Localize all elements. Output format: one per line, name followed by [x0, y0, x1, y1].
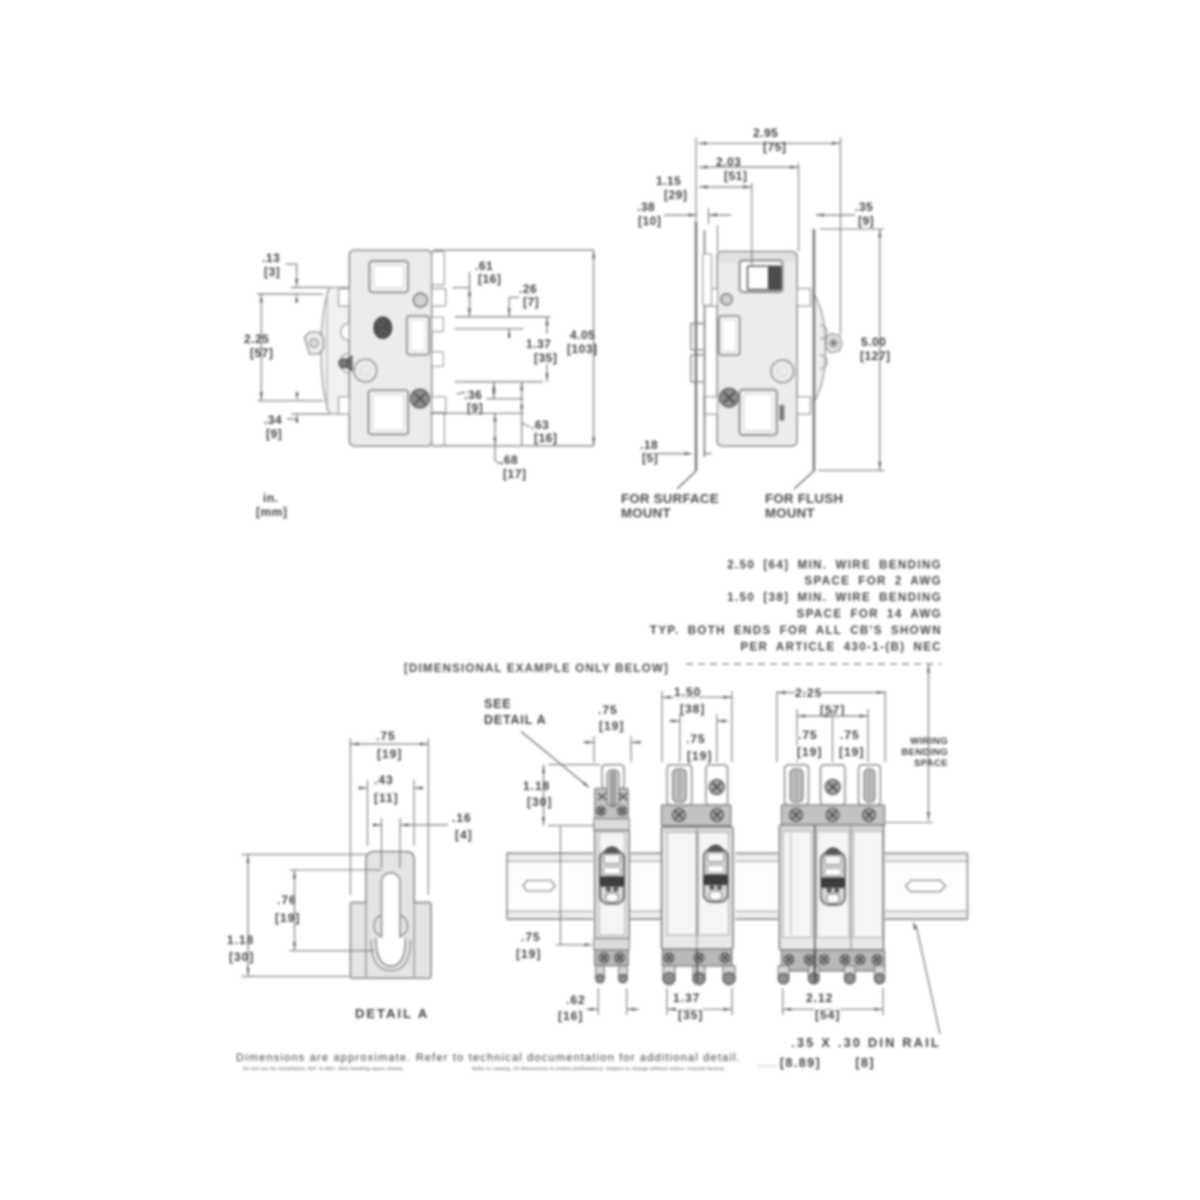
- svg-text:1.18: 1.18: [227, 933, 254, 947]
- svg-text:.75: .75: [521, 930, 541, 944]
- svg-text:[29]: [29]: [664, 188, 687, 202]
- svg-text:[9]: [9]: [467, 401, 483, 415]
- svg-text:.43: .43: [374, 773, 394, 787]
- svg-text:.62: .62: [566, 993, 586, 1007]
- svg-text:1.15: 1.15: [656, 174, 681, 188]
- svg-text:[9]: [9]: [858, 214, 874, 228]
- svg-text:2.25: 2.25: [244, 332, 269, 346]
- svg-text:2.12: 2.12: [806, 991, 833, 1005]
- svg-text:2.95: 2.95: [753, 126, 778, 140]
- svg-text:MOUNT: MOUNT: [765, 506, 815, 521]
- svg-text:SPACE FOR 2 AWG: SPACE FOR 2 AWG: [804, 576, 942, 588]
- svg-text:[4]: [4]: [455, 828, 473, 842]
- svg-text:[11]: [11]: [374, 791, 399, 805]
- svg-text:.75: .75: [376, 729, 396, 743]
- svg-text:WIRING: WIRING: [910, 736, 948, 747]
- svg-text:[17]: [17]: [503, 467, 526, 481]
- svg-text:[DIMENSIONAL EXAMPLE ONLY BELO: [DIMENSIONAL EXAMPLE ONLY BELOW]: [404, 663, 669, 675]
- svg-text:MOUNT: MOUNT: [621, 506, 671, 521]
- svg-text:[35]: [35]: [534, 351, 557, 365]
- svg-text:BENDING: BENDING: [901, 747, 948, 758]
- svg-text:DETAIL A: DETAIL A: [355, 1006, 429, 1021]
- svg-text:[19]: [19]: [275, 911, 300, 925]
- svg-text:in.: in.: [263, 491, 279, 505]
- svg-text:2.03: 2.03: [716, 155, 741, 169]
- svg-text:[7]: [7]: [523, 295, 539, 309]
- svg-text:2.50 [64] MIN. WIRE BENDING: 2.50 [64] MIN. WIRE BENDING: [727, 560, 942, 572]
- svg-text:[10]: [10]: [638, 214, 661, 228]
- svg-text:[19]: [19]: [516, 947, 541, 961]
- svg-text:.35: .35: [855, 200, 873, 214]
- svg-text:[103]: [103]: [567, 342, 598, 356]
- svg-text:[3]: [3]: [264, 265, 280, 279]
- svg-text:1.50 [38] MIN. WIRE BENDING: 1.50 [38] MIN. WIRE BENDING: [727, 592, 942, 604]
- svg-text:4.05: 4.05: [570, 328, 595, 342]
- svg-text:[mm]: [mm]: [256, 505, 287, 519]
- svg-text:[54]: [54]: [815, 1008, 840, 1022]
- svg-text:.35 X .30 DIN RAIL: .35 X .30 DIN RAIL: [791, 1036, 941, 1050]
- svg-text:[51]: [51]: [724, 169, 747, 183]
- svg-text:SEE: SEE: [484, 697, 511, 711]
- svg-text:[19]: [19]: [687, 749, 712, 763]
- svg-text:[16]: [16]: [478, 272, 501, 286]
- svg-text:.18: .18: [640, 438, 658, 452]
- svg-text:[5]: [5]: [642, 451, 658, 465]
- svg-text:[9]: [9]: [266, 427, 282, 441]
- svg-text:Dimensions are approximate. Re: Dimensions are approximate. Refer to tec…: [236, 1052, 741, 1064]
- svg-text:.26: .26: [519, 282, 537, 296]
- svg-text:[19]: [19]: [797, 745, 822, 759]
- svg-text:.75: .75: [840, 728, 860, 742]
- svg-text:[8.89] [8]: [8.89] [8]: [780, 1056, 875, 1070]
- svg-text:[127]: [127]: [860, 349, 891, 363]
- svg-text:.75: .75: [686, 732, 706, 746]
- svg-text:SPACE FOR 14 AWG: SPACE FOR 14 AWG: [797, 609, 942, 621]
- svg-text:.76: .76: [277, 893, 297, 907]
- svg-text:.38: .38: [637, 200, 655, 214]
- svg-text:.75: .75: [798, 728, 818, 742]
- svg-text:[19]: [19]: [839, 745, 864, 759]
- svg-text:FOR SURFACE: FOR SURFACE: [621, 491, 719, 506]
- svg-text:.75: .75: [598, 703, 618, 717]
- svg-text:SPACE: SPACE: [914, 758, 948, 769]
- svg-text:1.37: 1.37: [526, 337, 551, 351]
- svg-text:.61: .61: [475, 259, 493, 273]
- svg-text:Refer to catalog. All dimensio: Refer to catalog. All dimensions in inch…: [472, 1066, 725, 1071]
- svg-text:[75]: [75]: [763, 140, 786, 154]
- svg-text:1.50: 1.50: [674, 685, 701, 699]
- svg-text:.63: .63: [531, 418, 549, 432]
- svg-text:Do not use for installation. R: Do not use for installation. Ref. to NEC…: [243, 1066, 404, 1071]
- svg-text:FOR FLUSH: FOR FLUSH: [765, 491, 843, 506]
- svg-text:[30]: [30]: [229, 950, 254, 964]
- svg-text:.34: .34: [264, 413, 282, 427]
- svg-text:2.25: 2.25: [795, 686, 822, 700]
- svg-text:[35]: [35]: [678, 1008, 703, 1022]
- svg-text:[16]: [16]: [558, 1009, 583, 1023]
- svg-text:PER ARTICLE 430-1-(B) NEC: PER ARTICLE 430-1-(B) NEC: [740, 642, 942, 654]
- svg-text:5.00: 5.00: [861, 335, 886, 349]
- svg-text:1.37: 1.37: [673, 991, 700, 1005]
- svg-text:[38]: [38]: [680, 702, 705, 716]
- svg-text:.36: .36: [464, 388, 482, 402]
- svg-text:.16: .16: [452, 811, 472, 825]
- svg-text:1.18: 1.18: [523, 779, 550, 793]
- svg-text:[16]: [16]: [534, 431, 557, 445]
- svg-text:[19]: [19]: [377, 747, 402, 761]
- svg-text:DETAIL A: DETAIL A: [484, 713, 546, 727]
- svg-text:TYP. BOTH ENDS FOR ALL CB'S SH: TYP. BOTH ENDS FOR ALL CB'S SHOWN: [650, 625, 942, 637]
- svg-text:.13: .13: [262, 251, 280, 265]
- svg-text:[57]: [57]: [250, 346, 273, 360]
- svg-text:[19]: [19]: [599, 719, 624, 733]
- svg-text:.68: .68: [500, 453, 518, 467]
- svg-text:[30]: [30]: [527, 795, 552, 809]
